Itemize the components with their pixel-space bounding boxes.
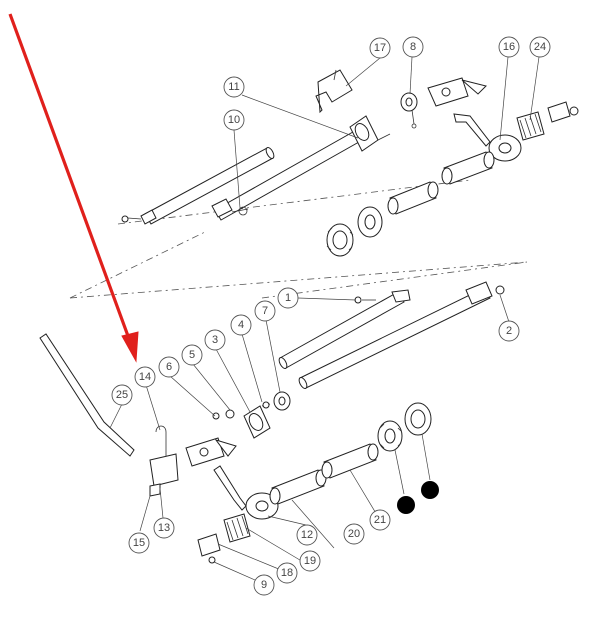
fastener-part-6 bbox=[212, 412, 220, 420]
rod-part-10 bbox=[121, 147, 275, 225]
sleeve-part-20 bbox=[269, 469, 327, 505]
leader-lines bbox=[109, 56, 540, 585]
bushing-part-8 bbox=[400, 92, 418, 129]
callout-18-label: 18 bbox=[281, 567, 293, 579]
clip-part-14 bbox=[149, 425, 179, 497]
callout-17: 17 bbox=[369, 37, 391, 59]
callout-12: 12 bbox=[296, 524, 318, 546]
callout-21-label: 21 bbox=[374, 514, 386, 526]
callout-14: 14 bbox=[134, 366, 156, 388]
callout-4: 4 bbox=[230, 314, 252, 336]
gear-lower-small bbox=[377, 420, 403, 452]
callout-1: 1 bbox=[277, 287, 299, 309]
callout-7-label: 7 bbox=[262, 305, 268, 317]
callout-24-label: 24 bbox=[534, 41, 546, 53]
bracket-part-17 bbox=[315, 69, 353, 114]
callout-11: 11 bbox=[223, 76, 245, 98]
sleeve-part-21 bbox=[321, 443, 379, 479]
marker-dot-2 bbox=[421, 481, 439, 499]
red-arrow bbox=[8, 13, 139, 363]
bushing-part-7 bbox=[273, 391, 291, 411]
marker-dot-1 bbox=[397, 496, 415, 514]
callout-20-label: 20 bbox=[348, 528, 360, 540]
callout-10: 10 bbox=[223, 109, 245, 131]
sleeve-upper-1 bbox=[441, 151, 495, 185]
callout-14-label: 14 bbox=[139, 371, 151, 383]
arm-part-12 bbox=[213, 465, 279, 520]
callout-10-label: 10 bbox=[228, 114, 240, 126]
callout-13: 13 bbox=[153, 517, 175, 539]
callout-11-label: 11 bbox=[228, 81, 239, 93]
callout-3: 3 bbox=[204, 329, 226, 351]
gear-lower-large bbox=[404, 402, 432, 436]
spring-part-19 bbox=[223, 513, 251, 543]
callout-19: 19 bbox=[299, 550, 321, 572]
callout-1-label: 1 bbox=[285, 292, 291, 304]
lower-assembly bbox=[39, 281, 505, 564]
callout-25-label: 25 bbox=[116, 389, 128, 401]
callout-16: 16 bbox=[498, 36, 520, 58]
callout-25: 25 bbox=[111, 384, 133, 406]
callout-5-label: 5 bbox=[189, 349, 195, 361]
callout-8: 8 bbox=[402, 36, 424, 58]
latch-upper bbox=[427, 77, 487, 107]
callout-13-label: 13 bbox=[158, 522, 170, 534]
callout-5: 5 bbox=[181, 344, 203, 366]
shaft-part-2 bbox=[298, 281, 505, 389]
spring-part-24 bbox=[516, 101, 579, 141]
callout-18: 18 bbox=[276, 562, 298, 584]
callout-24: 24 bbox=[529, 36, 551, 58]
gear-upper-small bbox=[357, 206, 383, 238]
rod-part-25 bbox=[39, 333, 135, 457]
cap-part-18 bbox=[197, 533, 221, 564]
bearing-block-part-3 bbox=[243, 405, 271, 439]
latch-lower bbox=[185, 437, 237, 467]
callout-17-label: 17 bbox=[374, 42, 386, 54]
callout-9: 9 bbox=[253, 574, 275, 596]
callout-2-label: 2 bbox=[506, 325, 512, 337]
sleeve-upper-2 bbox=[387, 181, 439, 215]
upper-assembly bbox=[121, 69, 579, 257]
fastener-part-5 bbox=[225, 409, 235, 419]
pin-part-4 bbox=[261, 401, 271, 409]
callout-21: 21 bbox=[369, 509, 391, 531]
bearing-block-upper bbox=[349, 115, 391, 152]
callout-2: 2 bbox=[498, 320, 520, 342]
callout-7: 7 bbox=[254, 300, 276, 322]
callout-6-label: 6 bbox=[166, 361, 172, 373]
callout-9-label: 9 bbox=[261, 579, 267, 591]
callout-12-label: 12 bbox=[301, 529, 313, 541]
callout-16-label: 16 bbox=[503, 41, 515, 53]
gear-upper-large bbox=[326, 223, 354, 257]
callout-15-label: 15 bbox=[133, 537, 145, 549]
callout-3-label: 3 bbox=[212, 334, 218, 346]
callout-19-label: 19 bbox=[304, 555, 316, 567]
callout-15: 15 bbox=[128, 532, 150, 554]
callout-6: 6 bbox=[158, 356, 180, 378]
arm-part-16 bbox=[453, 113, 522, 162]
callout-4-label: 4 bbox=[238, 319, 244, 331]
separation-outline bbox=[69, 179, 528, 299]
callout-20: 20 bbox=[343, 523, 365, 545]
callout-8-label: 8 bbox=[410, 41, 416, 53]
